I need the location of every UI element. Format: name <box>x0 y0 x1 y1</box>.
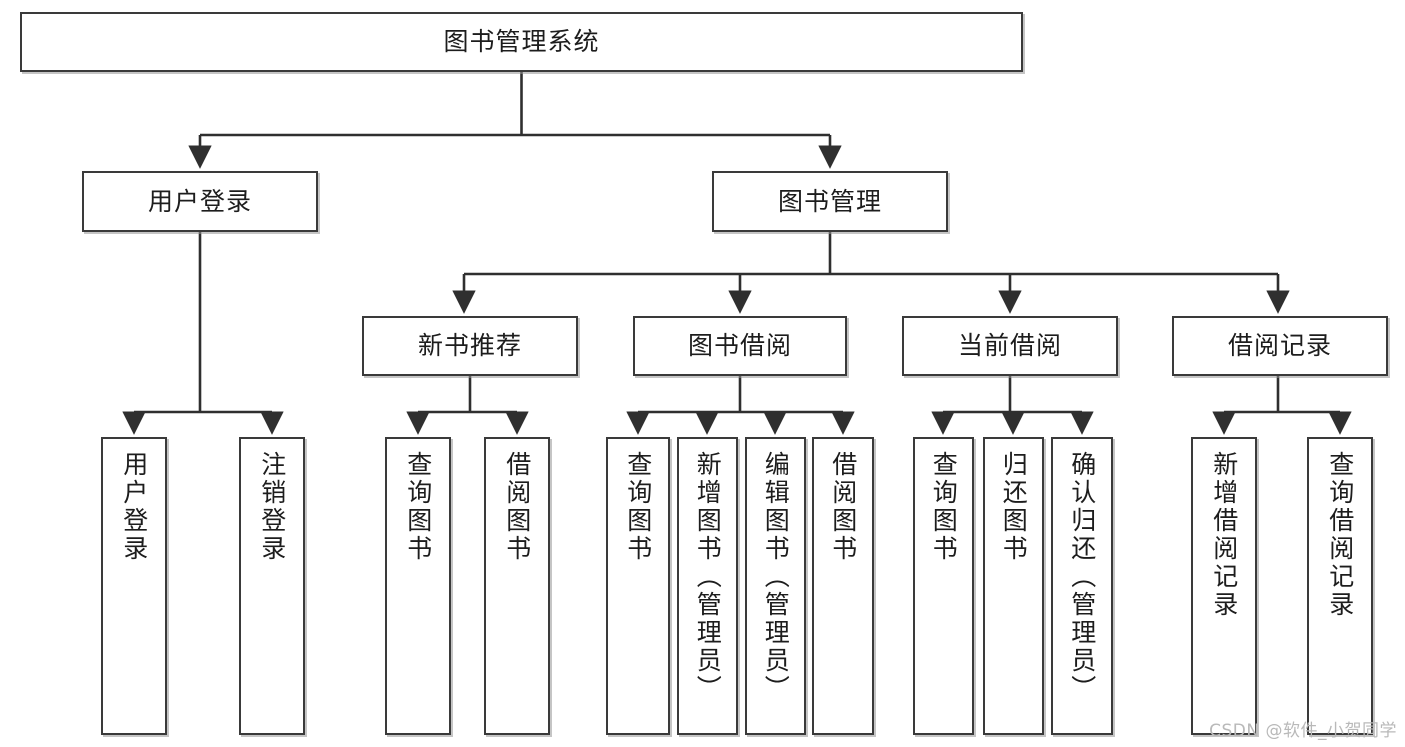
leaf-confirm-return-label: 确认归还（管理员） <box>1067 451 1097 703</box>
node-book-manage-label: 图书管理 <box>777 186 882 216</box>
leaf-add-book-label: 新增图书（管理员） <box>693 451 723 703</box>
leaf-confirm-return[interactable]: 确认归还（管理员） <box>1051 437 1113 735</box>
edges-currentborrow-to-leaves <box>931 376 1094 435</box>
leaf-add-book[interactable]: 新增图书（管理员） <box>677 437 738 735</box>
leaf-borrow-book-1-label: 借阅图书 <box>502 451 532 563</box>
edges-borrowrecord-to-leaves <box>1212 376 1352 435</box>
edges-bookborrow-to-leaves <box>626 376 855 435</box>
leaf-borrow-book-2-label: 借阅图书 <box>828 451 858 563</box>
edges-root-to-level1 <box>188 72 842 169</box>
leaf-query-book-2-label: 查询图书 <box>623 451 653 563</box>
leaf-return-book[interactable]: 归还图书 <box>983 437 1044 735</box>
leaf-query-book-3[interactable]: 查询图书 <box>913 437 974 735</box>
leaf-edit-book[interactable]: 编辑图书（管理员） <box>745 437 806 735</box>
node-borrow-record[interactable]: 借阅记录 <box>1172 316 1388 376</box>
leaf-query-book-2[interactable]: 查询图书 <box>606 437 670 735</box>
node-borrow-record-label: 借阅记录 <box>1227 331 1332 361</box>
node-new-book-rec[interactable]: 新书推荐 <box>362 316 578 376</box>
leaf-add-record[interactable]: 新增借阅记录 <box>1191 437 1257 735</box>
node-book-manage[interactable]: 图书管理 <box>712 171 948 232</box>
csdn-watermark: CSDN @软件_小贺同学 <box>1209 721 1397 741</box>
node-current-borrow-label: 当前借阅 <box>957 331 1062 361</box>
leaf-query-record-label: 查询借阅记录 <box>1325 451 1355 619</box>
leaf-return-book-label: 归还图书 <box>999 451 1029 563</box>
leaf-logout[interactable]: 注销登录 <box>239 437 305 735</box>
leaf-user-login[interactable]: 用户登录 <box>101 437 167 735</box>
node-user-login-label: 用户登录 <box>147 186 252 216</box>
node-current-borrow[interactable]: 当前借阅 <box>902 316 1118 376</box>
leaf-query-record[interactable]: 查询借阅记录 <box>1307 437 1373 735</box>
edges-userlogin-to-leaves <box>122 232 284 435</box>
edges-bookmanage-to-level2 <box>452 232 1290 314</box>
node-new-book-rec-label: 新书推荐 <box>417 331 522 361</box>
leaf-add-record-label: 新增借阅记录 <box>1209 451 1239 619</box>
leaf-borrow-book-1[interactable]: 借阅图书 <box>484 437 550 735</box>
node-book-borrow[interactable]: 图书借阅 <box>633 316 847 376</box>
leaf-user-login-label: 用户登录 <box>119 451 149 563</box>
leaf-logout-label: 注销登录 <box>257 451 287 563</box>
node-user-login[interactable]: 用户登录 <box>82 171 318 232</box>
leaf-query-book-1-label: 查询图书 <box>403 451 433 563</box>
leaf-edit-book-label: 编辑图书（管理员） <box>761 451 791 703</box>
edges-newbookrec-to-leaves <box>406 376 529 435</box>
leaf-query-book-1[interactable]: 查询图书 <box>385 437 451 735</box>
node-book-borrow-label: 图书借阅 <box>687 331 792 361</box>
leaf-borrow-book-2[interactable]: 借阅图书 <box>812 437 874 735</box>
node-root[interactable]: 图书管理系统 <box>20 12 1023 72</box>
node-root-label: 图书管理系统 <box>443 27 600 57</box>
leaf-query-book-3-label: 查询图书 <box>929 451 959 563</box>
